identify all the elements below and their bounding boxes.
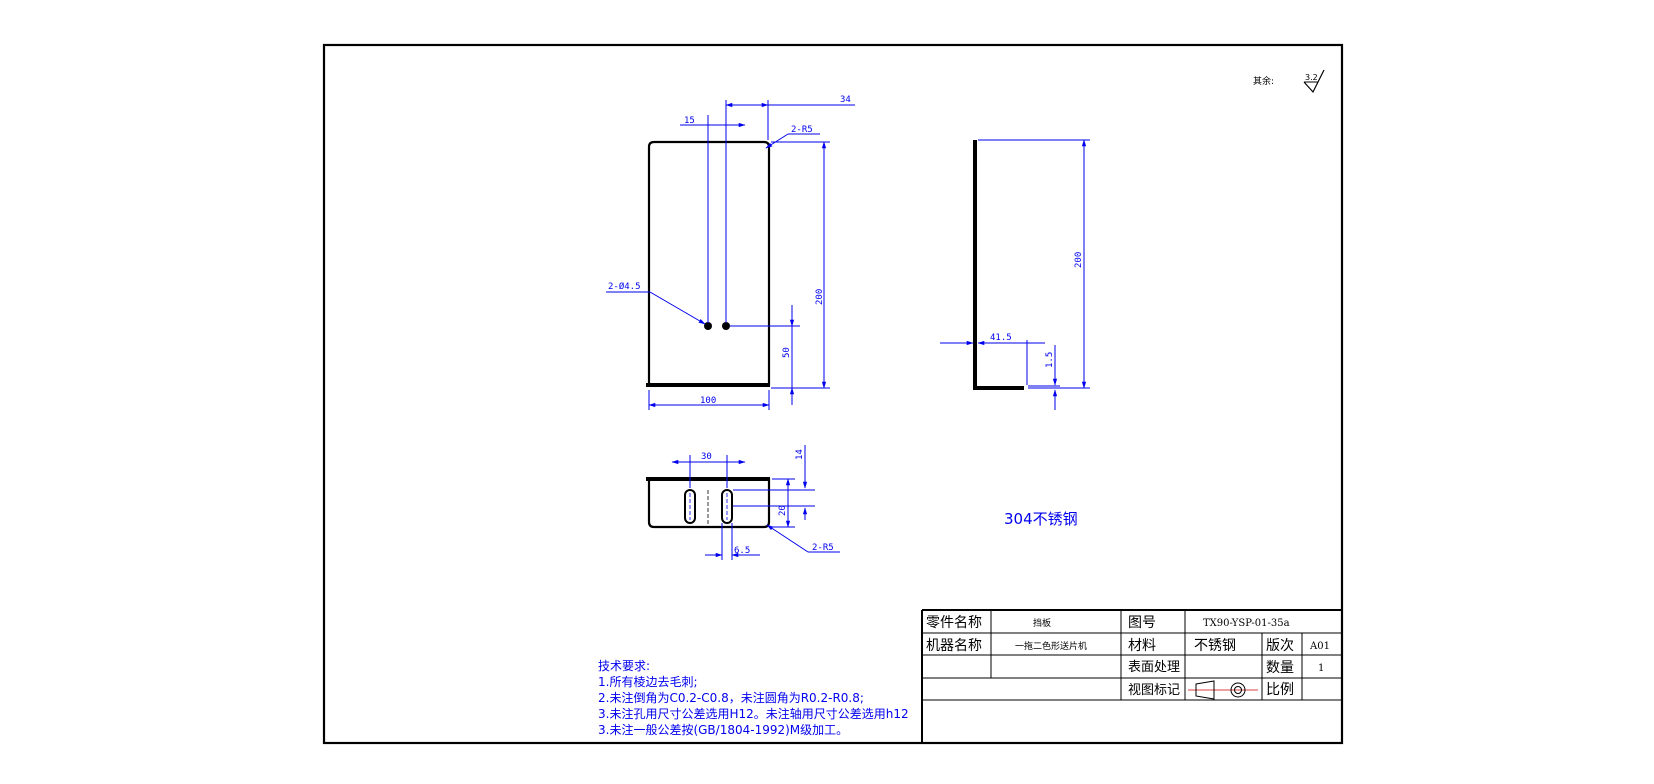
value-quantity: 1: [1318, 663, 1324, 674]
material-note: 304不锈钢: [1004, 510, 1078, 528]
hole-left: [704, 322, 712, 330]
label-part-name: 零件名称: [926, 615, 982, 631]
slot-left: [684, 489, 696, 524]
label-material: 材料: [1128, 638, 1156, 654]
tech-requirements-title: 技术要求:: [598, 659, 650, 673]
label-machine-name: 机器名称: [926, 638, 982, 654]
dim-front-hole-height: 50: [782, 347, 792, 358]
tech-requirement-item: 3.未注孔用尺寸公差选用H12。未注轴用尺寸公差选用h12: [598, 706, 909, 721]
hole-right: [722, 322, 730, 330]
dim-front-15: 15: [684, 116, 695, 126]
label-drawing-no: 图号: [1128, 615, 1156, 631]
dim-top-14: 14: [795, 449, 805, 460]
dim-side-thickness: 1.5: [1045, 352, 1055, 368]
tech-requirement-item: 3.未注一般公差按(GB/1804-1992)M级加工。: [598, 722, 848, 737]
tech-requirement-item: 1.所有棱边去毛刺;: [598, 674, 698, 689]
label-scale: 比例: [1266, 682, 1294, 698]
projection-symbol-icon: [1188, 680, 1258, 700]
tech-requirements: 技术要求: 1.所有棱边去毛刺; 2.未注倒角为C0.2-C0.8，未注圆角为R…: [598, 659, 909, 737]
dim-front-hole: 2-Ø4.5: [608, 281, 641, 292]
value-machine-name: 一拖二色形送片机: [1015, 640, 1087, 652]
surface-finish-label: 其余:: [1253, 75, 1274, 87]
dim-side-height: 200: [1074, 252, 1084, 268]
top-view-outline: [647, 478, 771, 529]
dim-top-radius: 2-R5: [812, 543, 834, 553]
dim-front-radius: 2-R5: [791, 125, 813, 135]
dim-top-20: 20: [778, 505, 788, 516]
dim-side-flange: 41.5: [990, 333, 1012, 343]
label-version: 版次: [1266, 638, 1294, 654]
dim-top-6-5: 6.5: [734, 546, 750, 556]
tech-requirement-item: 2.未注倒角为C0.2-C0.8，未注圆角为R0.2-R0.8;: [598, 690, 864, 705]
dim-front-height: 200: [815, 289, 825, 305]
surface-finish-value: 3.2: [1305, 73, 1318, 82]
side-view: 200 41.5 1.5: [940, 139, 1090, 410]
slot-right: [721, 489, 733, 524]
value-drawing-no: TX90-YSP-01-35a: [1203, 618, 1290, 629]
roughness-symbol-icon: [1303, 69, 1325, 94]
dim-top-30: 30: [701, 452, 712, 462]
side-view-profile: [973, 140, 1024, 390]
front-view-outline: [647, 140, 771, 385]
title-block: 零件名称 挡板 图号 TX90-YSP-01-35a 机器名称 一拖二色形送片机…: [921, 609, 1342, 743]
top-view: 30 14 20 6.5 2-R5: [646, 445, 840, 560]
value-material: 不锈钢: [1194, 638, 1236, 654]
label-surface-treatment: 表面处理: [1128, 660, 1180, 675]
value-version: A01: [1309, 641, 1330, 652]
dim-front-width: 100: [700, 396, 716, 406]
dim-front-34: 34: [840, 95, 851, 105]
label-quantity: 数量: [1266, 660, 1294, 676]
drawing-border: [322, 43, 1344, 745]
front-view: 15 34 2-R5 2-Ø4.5 200 50 100: [606, 95, 855, 410]
label-view-mark: 视图标记: [1128, 683, 1180, 698]
surface-finish-mark: 其余: 3.2: [1253, 69, 1325, 94]
value-part-name: 挡板: [1033, 617, 1051, 629]
